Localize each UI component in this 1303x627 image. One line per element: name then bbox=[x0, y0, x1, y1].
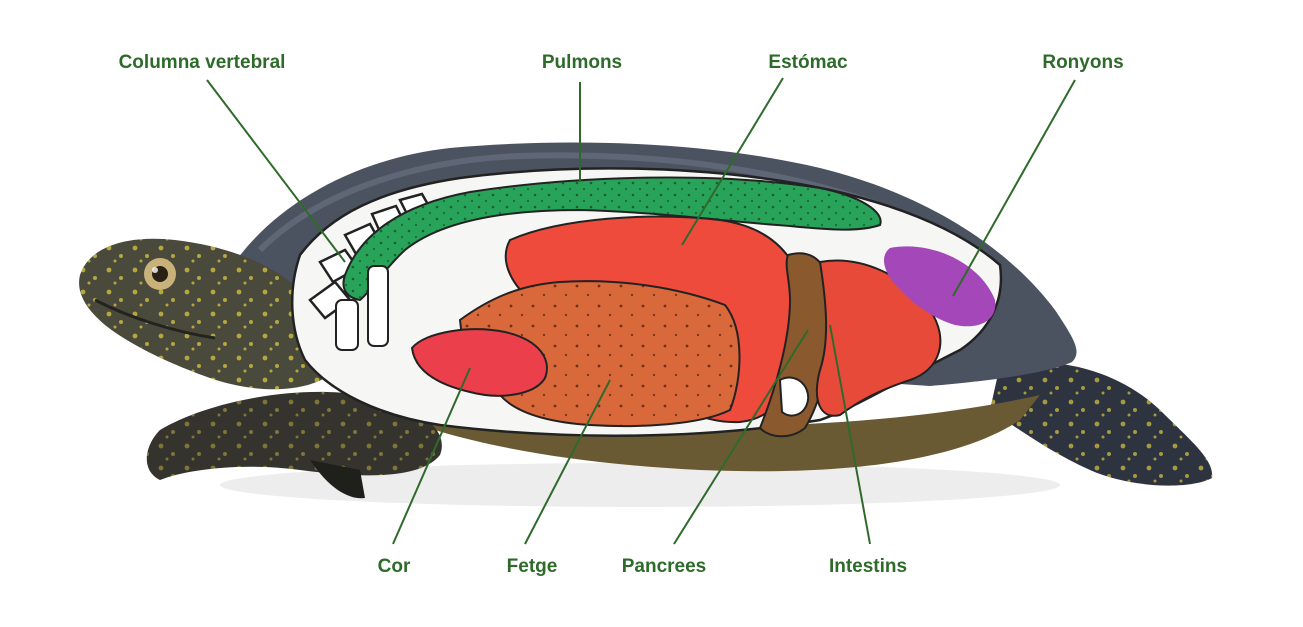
kidneys bbox=[884, 246, 996, 327]
plastron bbox=[300, 360, 1040, 472]
leader-intestins bbox=[829, 324, 871, 545]
leader-estomac bbox=[681, 77, 784, 246]
label-pulmons: Pulmons bbox=[541, 52, 623, 73]
trachea bbox=[335, 265, 389, 351]
leader-pancrees bbox=[673, 329, 809, 545]
label-cor: Cor bbox=[377, 556, 411, 577]
label-pancrees: Pancrees bbox=[621, 556, 707, 577]
label-ronyons: Ronyons bbox=[1042, 52, 1124, 73]
leader-ronyons bbox=[952, 79, 1076, 297]
label-intestins: Intestins bbox=[828, 556, 908, 577]
leader-lines bbox=[206, 77, 1076, 545]
label-fetge: Fetge bbox=[506, 556, 558, 577]
leader-fetge bbox=[524, 379, 611, 545]
ground-shadow bbox=[220, 463, 1060, 507]
heart bbox=[410, 328, 548, 397]
leader-cor bbox=[392, 367, 471, 545]
leader-columna-vertebral bbox=[206, 79, 346, 263]
label-estomac: Estómac bbox=[768, 52, 848, 73]
label-columna-vertebral: Columna vertebral bbox=[118, 52, 286, 73]
